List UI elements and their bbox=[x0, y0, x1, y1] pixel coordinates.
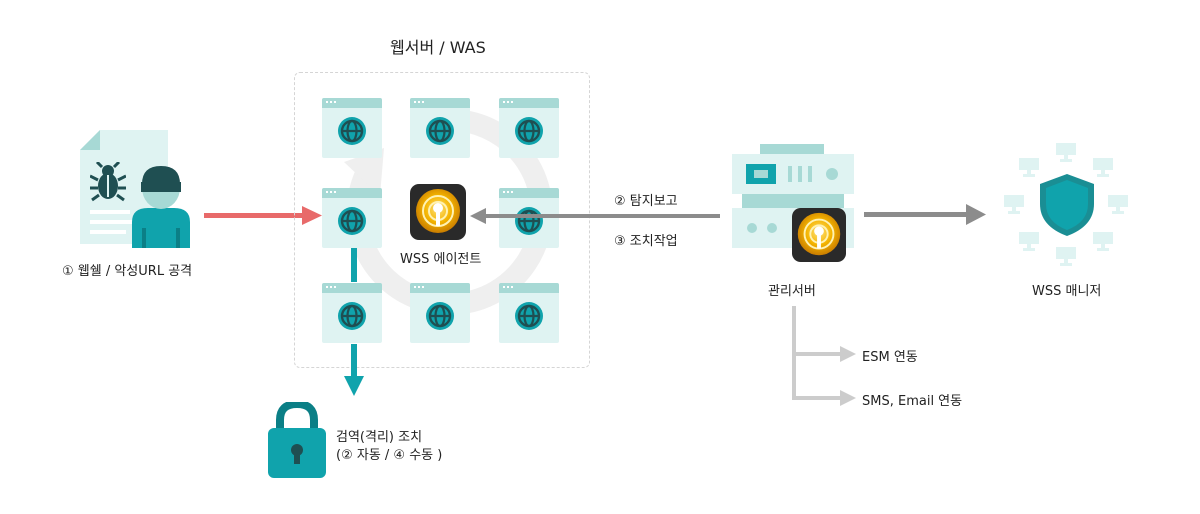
monitor-icon bbox=[1092, 230, 1114, 252]
attack-label: ① 웹쉘 / 악성URL 공격 bbox=[62, 264, 193, 279]
wss-agent-icon bbox=[792, 208, 846, 262]
globe-window-icon bbox=[499, 98, 559, 158]
action-label: ③ 조치작업 bbox=[614, 234, 678, 249]
wss-agent-icon bbox=[410, 184, 466, 240]
server-title: 웹서버 / WAS bbox=[390, 38, 486, 57]
monitor-icon bbox=[1003, 193, 1025, 215]
quarantine-arrow bbox=[344, 248, 364, 396]
bug-icon bbox=[90, 162, 126, 202]
mgmt-label: 관리서버 bbox=[768, 284, 816, 299]
globe-window-icon bbox=[410, 283, 470, 343]
quarantine-label-2: (② 자동 / ④ 수동 ) bbox=[336, 448, 443, 463]
sms-label: SMS, Email 연동 bbox=[862, 394, 963, 409]
globe-window-icon bbox=[499, 283, 559, 343]
globe-window-icon bbox=[322, 98, 382, 158]
shield-icon bbox=[1040, 174, 1094, 236]
integration-lines bbox=[792, 306, 856, 406]
hacker-icon bbox=[132, 166, 190, 248]
monitor-icon bbox=[1092, 156, 1114, 178]
monitor-icon bbox=[1055, 141, 1077, 163]
attacker-group bbox=[78, 128, 198, 248]
monitor-icon bbox=[1107, 193, 1129, 215]
globe-window-icon bbox=[322, 188, 382, 248]
server-box bbox=[294, 72, 590, 368]
lock-icon bbox=[268, 402, 326, 478]
esm-label: ESM 연동 bbox=[862, 350, 918, 365]
quarantine-label-1: 검역(격리) 조치 bbox=[336, 430, 423, 445]
manager-arrow bbox=[864, 204, 986, 225]
attack-arrow bbox=[204, 206, 322, 225]
globe-window-icon bbox=[410, 98, 470, 158]
globe-window-icon bbox=[322, 283, 382, 343]
manager-label: WSS 매니저 bbox=[1032, 284, 1102, 299]
report-arrow bbox=[470, 208, 720, 224]
monitor-icon bbox=[1018, 230, 1040, 252]
monitor-icon bbox=[1055, 245, 1077, 267]
report-label: ② 탐지보고 bbox=[614, 194, 678, 209]
agent-label: WSS 에이전트 bbox=[400, 252, 482, 267]
monitor-icon bbox=[1018, 156, 1040, 178]
